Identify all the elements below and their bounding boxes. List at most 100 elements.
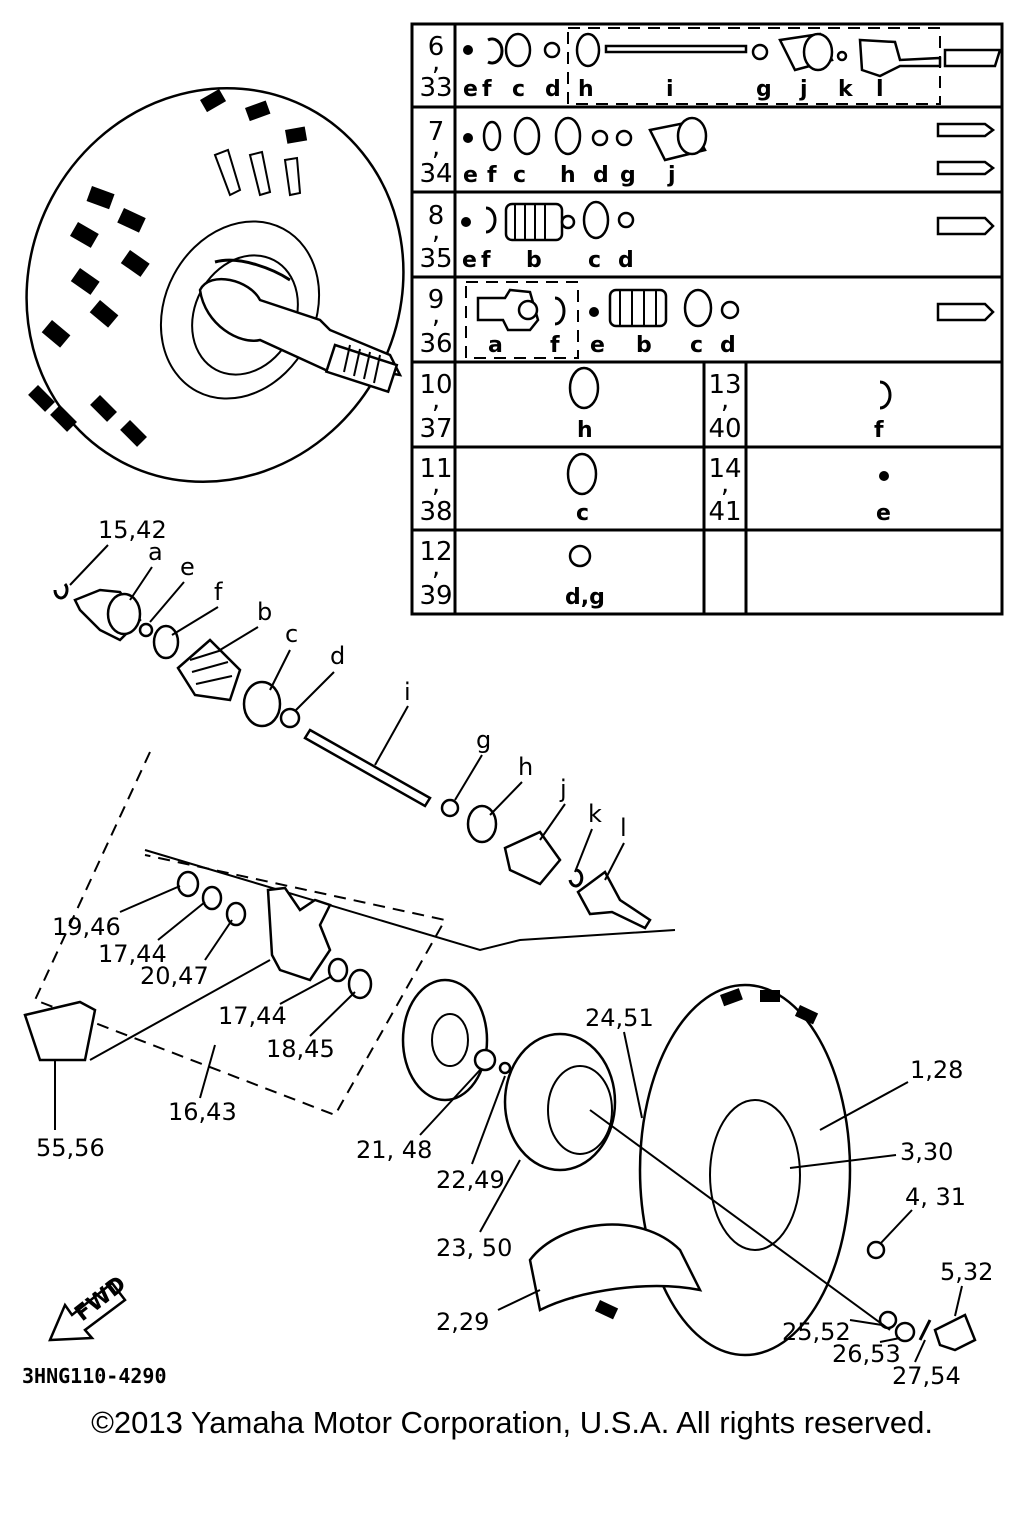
svg-text:l: l — [876, 77, 884, 102]
callout-i: i — [404, 678, 411, 706]
svg-text:b: b — [526, 248, 542, 273]
row-7-34-letters: e f c h d g j — [463, 163, 676, 188]
svg-text:,: , — [432, 132, 440, 162]
callout-j: j — [559, 775, 567, 803]
callout-55-56: 55,56 — [36, 1134, 105, 1162]
parts-kit-table: 6 , 33 7 , 34 8 , 35 9 , 36 10 , 37 11 ,… — [410, 22, 1004, 616]
svg-text:e: e — [463, 163, 478, 188]
svg-text:d,g: d,g — [565, 585, 605, 610]
svg-text:k: k — [838, 77, 854, 102]
copyright-notice: ©2013 Yamaha Motor Corporation, U.S.A. A… — [91, 1405, 933, 1440]
svg-text:36: 36 — [419, 329, 452, 359]
svg-text:f: f — [550, 333, 560, 358]
svg-text:e: e — [463, 77, 478, 102]
svg-text:,: , — [721, 469, 729, 499]
knuckle-section — [23, 751, 447, 1117]
svg-text:d: d — [720, 333, 736, 358]
callout-e: e — [180, 553, 195, 581]
callout-17-44-a: 17,44 — [98, 940, 167, 968]
svg-text:a: a — [488, 333, 503, 358]
svg-text:j: j — [799, 77, 808, 102]
callout-f: f — [214, 578, 223, 606]
row-9-36-letters: a f e b c d — [488, 333, 736, 358]
callout-h: h — [518, 753, 533, 781]
callout-labels: 15,42 a e f b c d i g h j k l 19,46 17,4… — [36, 516, 993, 1390]
callout-g: g — [476, 726, 491, 754]
row-7-34-parts — [463, 116, 996, 176]
row-6-33-parts — [463, 27, 1002, 105]
row-key-9: 9 — [428, 285, 445, 315]
callout-26-53: 26,53 — [832, 1340, 901, 1368]
svg-text:e: e — [590, 333, 605, 358]
row-key-8: 8 — [428, 201, 445, 231]
svg-text:f: f — [874, 418, 884, 443]
callout-22-49: 22,49 — [436, 1166, 505, 1194]
svg-text:,: , — [432, 300, 440, 330]
svg-text:h: h — [578, 77, 594, 102]
table-row-keys: 6 , 33 7 , 34 8 , 35 9 , 36 10 , 37 11 ,… — [419, 32, 741, 611]
callout-a: a — [148, 538, 163, 566]
single-item-rows: h c d,g f e — [565, 366, 892, 610]
svg-text:f: f — [481, 248, 491, 273]
svg-text:40: 40 — [708, 414, 741, 444]
svg-text:,: , — [432, 552, 440, 582]
callout-d: d — [330, 642, 345, 670]
fwd-arrow-icon: FWD — [48, 1272, 131, 1342]
svg-text:i: i — [666, 77, 674, 102]
svg-text:j: j — [667, 163, 676, 188]
callout-21-48: 21, 48 — [356, 1136, 432, 1164]
svg-text:f: f — [482, 77, 492, 102]
row-key-14: 14 — [708, 454, 741, 484]
row-6-33-letters: e f c d h i g j k l — [463, 77, 884, 102]
svg-text:c: c — [588, 248, 601, 273]
svg-text:38: 38 — [419, 497, 452, 527]
callout-l: l — [620, 814, 627, 842]
callout-19-46: 19,46 — [52, 913, 121, 941]
callout-2-29: 2,29 — [436, 1308, 489, 1336]
row-key-13: 13 — [708, 370, 741, 400]
svg-text:g: g — [620, 163, 636, 188]
front-wheel-assembly-illustration — [25, 86, 405, 484]
callout-16-43: 16,43 — [168, 1098, 237, 1126]
callout-4-31: 4, 31 — [905, 1183, 966, 1211]
svg-text:,: , — [432, 47, 440, 77]
callout-1-28: 1,28 — [910, 1056, 963, 1084]
row-key-6: 6 — [428, 32, 445, 62]
row-key-11: 11 — [419, 454, 452, 484]
svg-text:33: 33 — [419, 73, 452, 103]
callout-k: k — [588, 800, 602, 828]
callout-25-52: 25,52 — [782, 1318, 851, 1346]
row-key-7: 7 — [428, 117, 445, 147]
svg-text:d: d — [618, 248, 634, 273]
svg-text:,: , — [432, 385, 440, 415]
svg-text:c: c — [512, 77, 525, 102]
svg-text:e: e — [462, 248, 477, 273]
svg-text:,: , — [432, 469, 440, 499]
diagram-code: 3HNG110-4290 — [22, 1364, 167, 1388]
svg-text:39: 39 — [419, 581, 452, 611]
row-8-35-letters: e f b c d — [462, 248, 634, 273]
svg-text:c: c — [690, 333, 703, 358]
row-key-12: 12 — [419, 537, 452, 567]
svg-text:b: b — [636, 333, 652, 358]
svg-text:f: f — [487, 163, 497, 188]
svg-text:34: 34 — [419, 159, 452, 189]
callout-15-42: 15,42 — [98, 516, 167, 544]
svg-text:h: h — [577, 418, 593, 443]
svg-text:41: 41 — [708, 497, 741, 527]
row-8-35-parts — [461, 200, 995, 242]
svg-text:h: h — [560, 163, 576, 188]
svg-text:35: 35 — [419, 244, 452, 274]
svg-text:37: 37 — [419, 414, 452, 444]
callout-17-44-b: 17,44 — [218, 1002, 287, 1030]
svg-text:c: c — [576, 501, 589, 526]
callout-5-32: 5,32 — [940, 1258, 993, 1286]
svg-text:d: d — [545, 77, 561, 102]
callout-b: b — [257, 598, 272, 626]
row-9-36-parts — [465, 281, 995, 359]
svg-text:e: e — [876, 501, 891, 526]
callout-24-51: 24,51 — [585, 1004, 654, 1032]
exploded-view-svg: 6 , 33 7 , 34 8 , 35 9 , 36 10 , 37 11 ,… — [23, 22, 1004, 1390]
hub-and-wheel-assembly — [401, 978, 977, 1357]
